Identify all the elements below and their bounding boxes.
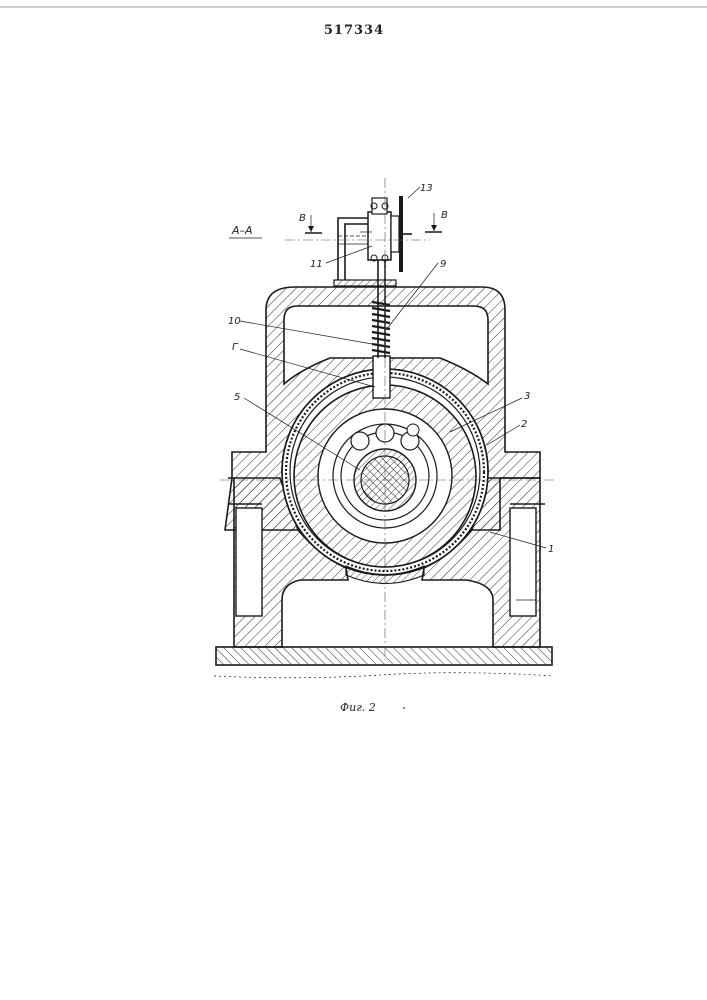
view-arrow-right: В [425, 210, 448, 232]
view-arrow-right-label: В [441, 210, 448, 221]
base-ground-line [214, 673, 554, 678]
label-3: 3 [524, 391, 530, 402]
patent-number: 517334 [324, 23, 384, 38]
section-label: А–А [231, 224, 253, 237]
bearing-ball-top [407, 424, 419, 436]
plunger-sleeve [373, 356, 390, 398]
housing-left-window [236, 508, 262, 616]
plunger-rod-part-9 [373, 250, 390, 398]
label-G: Г [232, 342, 239, 353]
label-5: 5 [234, 392, 240, 403]
view-arrow-left-label: В [299, 213, 306, 224]
mount-bracket [338, 218, 370, 280]
label-9: 9 [440, 259, 446, 270]
switch-body-part-11 [368, 212, 391, 260]
spring-part-10 [372, 302, 390, 353]
figure-caption: Фиг. 2 [340, 701, 376, 714]
base-plate [216, 647, 552, 665]
label-2: 2 [521, 419, 527, 430]
switch-disc-part-13 [399, 196, 403, 272]
label-13: 13 [420, 183, 433, 194]
label-10: 10 [228, 316, 241, 327]
sensor-assembly [334, 196, 412, 286]
label-1: 1 [548, 544, 554, 555]
section-label-group: А–А [229, 224, 262, 238]
view-arrow-left: В [299, 213, 322, 233]
scan-dot [403, 707, 405, 709]
mount-plate [334, 280, 396, 286]
bearing-ball-1 [351, 432, 369, 450]
label-11: 11 [310, 259, 323, 270]
